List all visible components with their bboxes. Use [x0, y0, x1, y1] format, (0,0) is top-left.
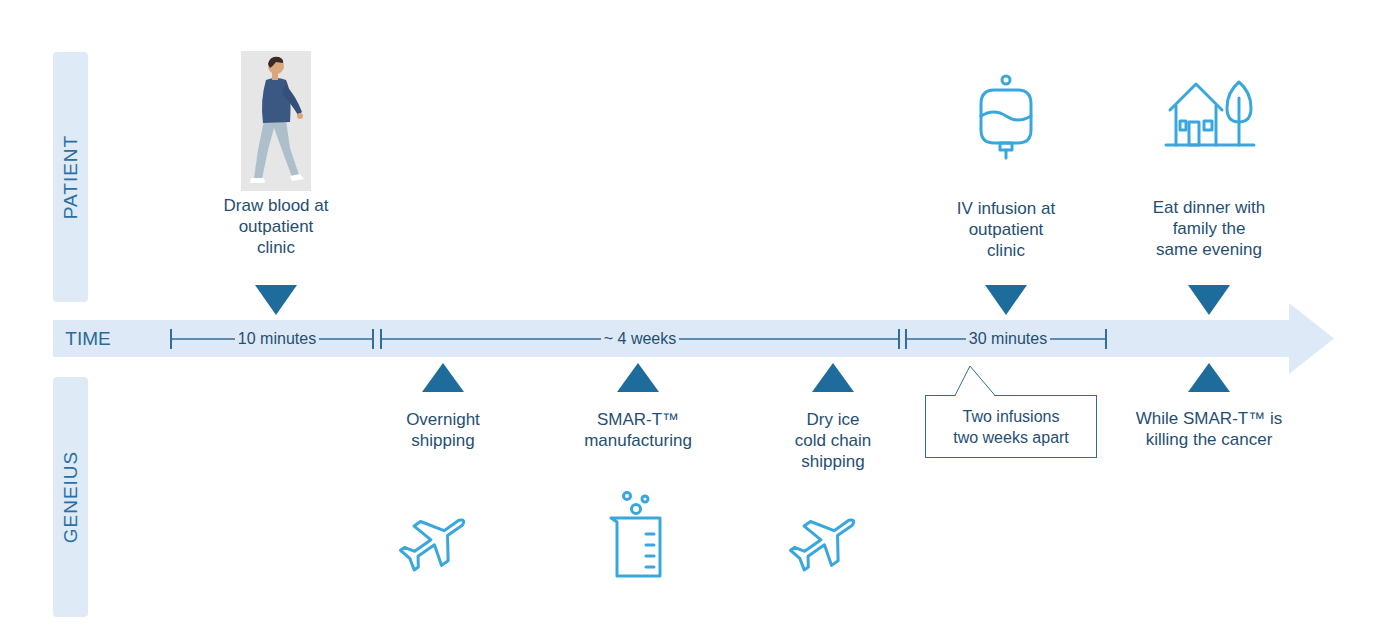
door — [1189, 122, 1199, 145]
scale-tick — [372, 329, 374, 349]
trousers — [254, 120, 299, 179]
duration-label: 30 minutes — [966, 329, 1050, 349]
bubble — [632, 505, 641, 514]
process-label: Overnight shipping — [398, 409, 488, 451]
graduation — [646, 533, 654, 536]
graduation — [646, 544, 654, 547]
band-title: PATIENT — [60, 135, 82, 219]
time-scale — [171, 329, 1106, 349]
wall — [1215, 106, 1218, 145]
callout-text: Two infusions two weeks apart — [949, 406, 1074, 448]
photo-background — [241, 51, 311, 191]
bubble — [624, 493, 631, 500]
step-label: IV infusion at outpatient clinic — [951, 198, 1061, 261]
ground-line — [1166, 144, 1254, 147]
up-triangle — [617, 363, 659, 392]
beaker-icon — [611, 493, 660, 577]
scale-tick — [898, 329, 900, 349]
process-label: SMAR-T™ manufacturing — [582, 409, 694, 451]
arrow-polygon — [53, 303, 1334, 374]
up-triangle — [812, 363, 854, 392]
scale-tick — [170, 329, 172, 349]
callout-box: Two infusions two weeks apart — [925, 395, 1097, 458]
sweater — [262, 78, 291, 123]
iv-tube — [1005, 150, 1008, 158]
band-title: GENEIUS — [60, 451, 82, 544]
shoe — [290, 174, 304, 181]
up-triangle — [1188, 363, 1230, 392]
axis-title: TIME — [53, 303, 123, 374]
graduation — [646, 555, 654, 558]
tree-trunk — [1238, 98, 1241, 145]
iv-bag-icon — [981, 76, 1031, 158]
process-label: While SMAR-T™ is killing the cancer — [1134, 408, 1284, 450]
callout-tail-fill — [955, 366, 995, 397]
step-label: Eat dinner with family the same evening — [1151, 197, 1267, 260]
down-triangle — [985, 285, 1027, 315]
patient-band: PATIENT — [53, 52, 88, 302]
callout-tail — [955, 366, 995, 396]
duration-label: ~ 4 weeks — [601, 329, 679, 349]
plane-icon — [394, 501, 478, 580]
wall — [1175, 106, 1178, 145]
plane-icon — [784, 501, 868, 580]
scale-tick — [1105, 329, 1107, 349]
patient-markers — [255, 285, 1230, 315]
person-illustration — [241, 51, 311, 191]
hand — [297, 113, 303, 119]
iv-fluid — [981, 112, 1031, 120]
geneius-band: GENEIUS — [53, 377, 88, 617]
window — [1204, 121, 1212, 130]
beaker-body — [611, 518, 660, 576]
down-triangle — [1188, 285, 1230, 315]
iv-bag — [981, 90, 1031, 143]
duration-label: 10 minutes — [235, 329, 319, 349]
up-triangle — [422, 363, 464, 392]
bubble — [642, 496, 648, 502]
step-label: Draw blood at outpatient clinic — [221, 195, 331, 258]
graduation — [646, 566, 654, 569]
house-icon — [1166, 82, 1254, 145]
arm — [282, 84, 302, 115]
geneius-markers — [422, 363, 1230, 392]
down-triangle — [255, 285, 297, 315]
window — [1180, 121, 1186, 130]
process-label: Dry ice cold chain shipping — [792, 409, 874, 472]
iv-hook — [1002, 76, 1010, 84]
roof — [1170, 84, 1222, 110]
shoe — [250, 178, 265, 183]
scale-tick — [380, 329, 382, 349]
plane-outline — [784, 501, 868, 580]
hair — [268, 57, 283, 68]
scale-tick — [905, 329, 907, 349]
plane-outline — [394, 501, 478, 580]
